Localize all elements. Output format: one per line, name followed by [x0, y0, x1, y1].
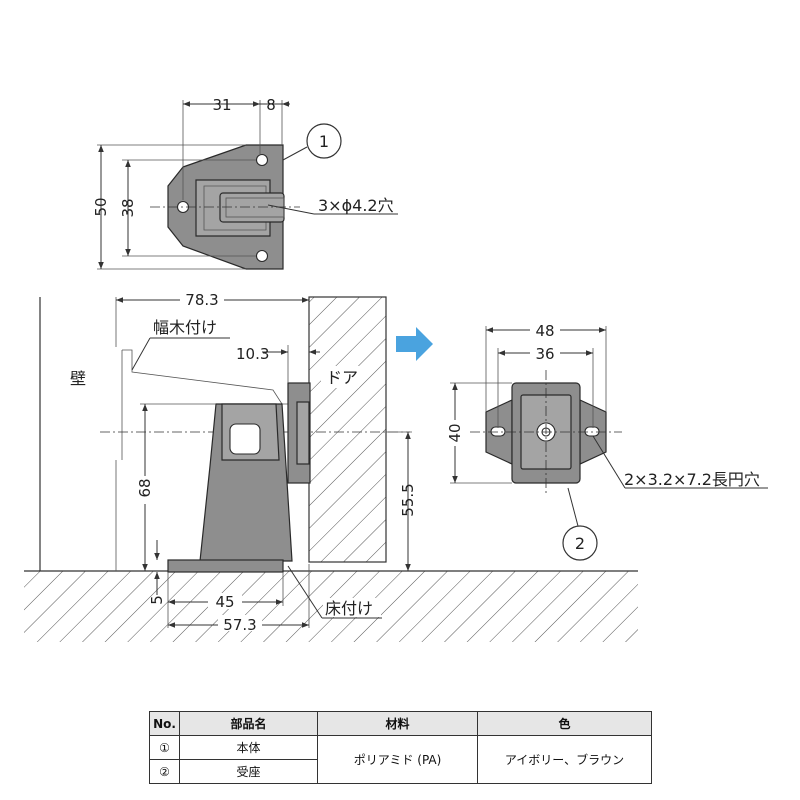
side-view-body — [167, 382, 311, 573]
callout-1-label: 1 — [319, 132, 329, 151]
dim-8: 8 — [266, 96, 276, 114]
mount-hole-bottom — [255, 249, 269, 263]
dim-50: 50 — [92, 197, 110, 216]
table-row: ① 本体 ポリアミド (PA) アイボリー、ブラウン — [149, 735, 652, 784]
parts-table: No. 部品名 材料 色 ① 本体 ポリアミド (PA) アイボリー、ブラウン … — [149, 711, 652, 784]
callout-2 — [562, 525, 598, 561]
header-part-name: 部品名 — [179, 711, 318, 736]
material-cell: ポリアミド (PA) — [317, 735, 478, 784]
row-part-name: 受座 — [179, 759, 318, 784]
dim-55-5: 55.5 — [399, 483, 417, 516]
dim-5: 5 — [148, 595, 166, 605]
seat-slot-left — [490, 426, 506, 437]
header-material: 材料 — [317, 711, 478, 736]
mount-hole-top — [255, 153, 269, 167]
dim-45: 45 — [215, 593, 234, 611]
door-label: ドア — [326, 368, 358, 387]
dim-36: 36 — [535, 345, 554, 363]
dim-48: 48 — [535, 322, 554, 340]
row-no: ② — [149, 759, 180, 784]
seat-slot-right — [584, 426, 600, 437]
row-no: ① — [149, 735, 180, 760]
dim-57-3: 57.3 — [223, 616, 256, 634]
dim-10-3: 10.3 — [236, 345, 269, 363]
callout-2-label: 2 — [575, 534, 585, 553]
header-color: 色 — [477, 711, 652, 736]
row-part-name: 本体 — [179, 735, 318, 760]
header-no: No. — [149, 711, 180, 736]
table-row: ② 受座 — [149, 759, 652, 784]
floor-mount-label: 床付け — [325, 599, 373, 618]
wall-label: 壁 — [70, 369, 86, 388]
dim-68: 68 — [136, 478, 154, 497]
dim-38: 38 — [119, 198, 137, 217]
direction-arrow-icon — [396, 327, 433, 361]
door — [308, 296, 387, 563]
dim-40: 40 — [446, 423, 464, 442]
color-cell: アイボリー、ブラウン — [477, 735, 652, 784]
baseboard-label: 幅木付け — [153, 318, 217, 337]
slots-seat-label: 2×3.2×7.2長円穴 — [624, 470, 760, 489]
holes-body-label: 3×ϕ4.2穴 — [318, 196, 394, 215]
dim-31: 31 — [212, 96, 231, 114]
table-header-row: No. 部品名 材料 色 — [149, 711, 652, 736]
callout-1 — [306, 123, 342, 159]
dim-78-3: 78.3 — [185, 291, 218, 309]
